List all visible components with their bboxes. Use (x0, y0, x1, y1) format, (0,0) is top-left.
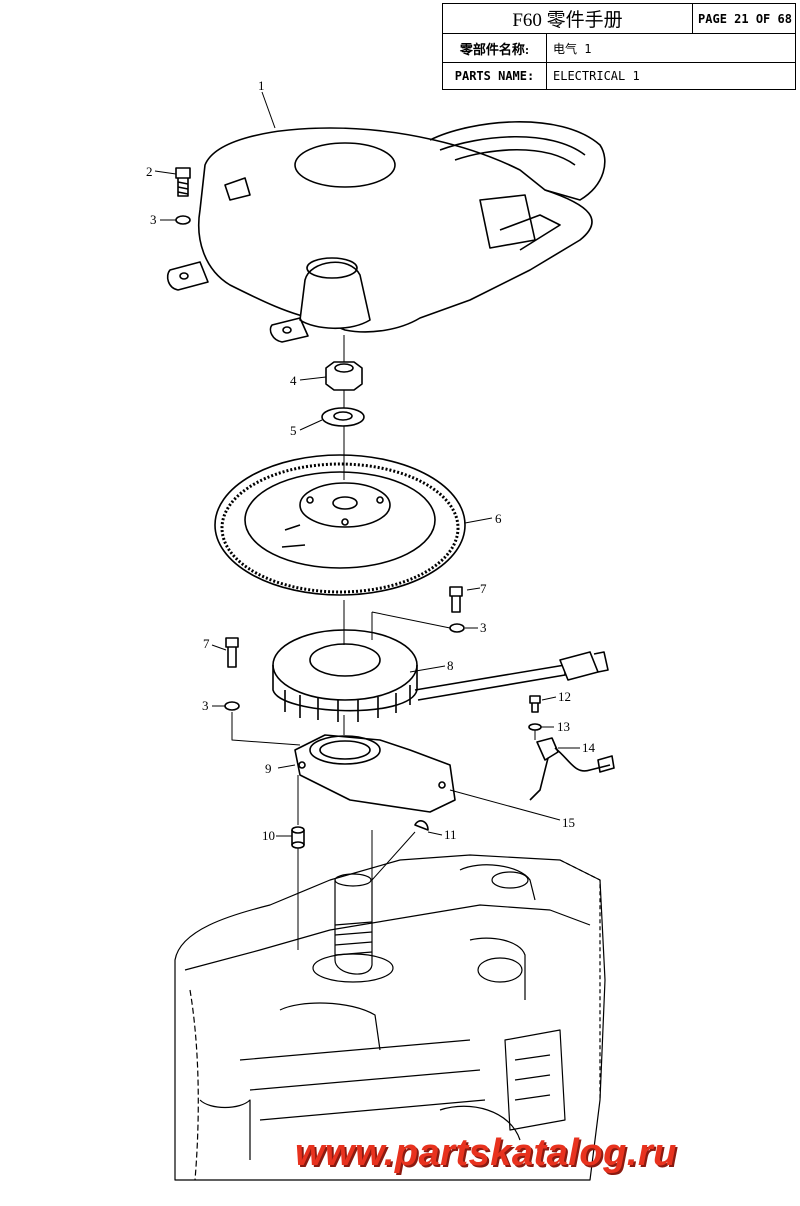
callout-6: 6 (495, 511, 502, 526)
callout-8: 8 (447, 658, 454, 673)
callout-13: 13 (557, 719, 570, 734)
callout-3b: 3 (480, 620, 487, 635)
callout-3c: 3 (202, 698, 209, 713)
callout-9: 9 (265, 761, 272, 776)
callout-2: 2 (146, 164, 153, 179)
flywheel-cover (166, 121, 606, 343)
cn-name-row: 零部件名称: 电气 1 (443, 34, 795, 63)
sensor-part-14 (529, 737, 615, 801)
en-name-value: ELECTRICAL 1 (553, 69, 640, 83)
callout-14: 14 (582, 740, 596, 755)
nut-part-4 (325, 361, 363, 391)
watermark: www.partskatalog.ru (295, 1132, 677, 1174)
page-number: PAGE 21 OF 68 (698, 11, 792, 26)
callout-1: 1 (258, 78, 265, 93)
stator-base (294, 734, 456, 813)
flywheel (214, 454, 466, 596)
manual-title: F60 零件手册 (443, 4, 693, 33)
callout-7b: 7 (203, 636, 210, 651)
leader-lines (154, 91, 580, 950)
title-row: F60 零件手册 PAGE 21 OF 68 (443, 4, 795, 34)
callout-10: 10 (262, 828, 275, 843)
woodruff-key (414, 820, 429, 831)
washer-part-3-right (449, 623, 465, 633)
cn-name-label: 零部件名称: (443, 34, 547, 62)
callout-15: 15 (562, 815, 575, 830)
stator-coil (272, 629, 609, 722)
washer-part-13 (528, 723, 542, 731)
callout-12: 12 (558, 689, 571, 704)
washer-part-3 (175, 215, 191, 225)
bolt-part-7-right (449, 586, 463, 613)
callout-7a: 7 (480, 581, 487, 596)
cn-name-value: 电气 1 (553, 41, 592, 56)
dowel-pin (291, 826, 305, 849)
bolt-part-2 (175, 167, 191, 197)
en-name-row: PARTS NAME: ELECTRICAL 1 (443, 63, 795, 89)
washer-part-5 (321, 407, 365, 427)
callout-11: 11 (444, 827, 457, 842)
engine-block (174, 854, 606, 1181)
callout-3a: 3 (150, 212, 157, 227)
washer-part-3-left (224, 701, 240, 711)
title-block: F60 零件手册 PAGE 21 OF 68 零部件名称: 电气 1 PARTS… (442, 3, 796, 90)
callout-labels: 1 2 3 4 5 6 7 7 3 3 8 9 10 11 12 13 14 1… (146, 78, 596, 843)
bolt-part-7-left (225, 637, 239, 668)
en-name-label: PARTS NAME: (443, 63, 547, 89)
callout-5: 5 (290, 423, 297, 438)
bolt-part-12 (529, 695, 541, 713)
callout-4: 4 (290, 373, 297, 388)
